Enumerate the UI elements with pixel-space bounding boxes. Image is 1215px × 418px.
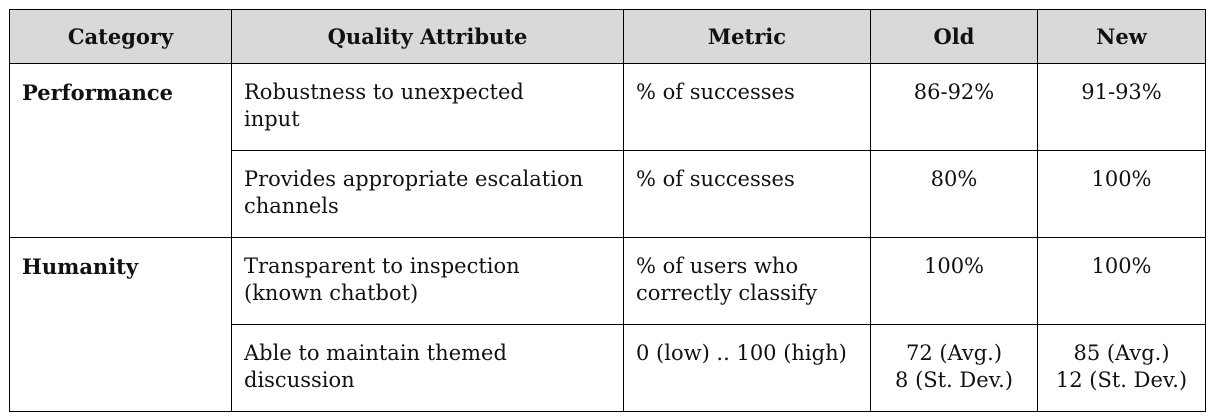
metric-text: % of successes	[636, 80, 795, 104]
attribute-cell: Robustness to unexpected input	[231, 63, 624, 151]
table-row: Provides appropriate escalation channels…	[9, 150, 1206, 238]
attribute-text: Provides appropriate escalation	[244, 167, 584, 191]
old-value: 86-92%	[913, 80, 995, 104]
old-value-cell: 100%	[870, 237, 1038, 325]
old-value-cell: 72 (Avg.) 8 (St. Dev.)	[870, 324, 1038, 412]
header-old: Old	[870, 9, 1038, 64]
new-value-cell: 100%	[1037, 150, 1206, 238]
header-category: Category	[9, 9, 232, 64]
old-value-cell: 80%	[870, 150, 1038, 238]
new-value: 12 (St. Dev.)	[1055, 368, 1188, 392]
category-cell-humanity: Humanity	[9, 237, 232, 325]
category-label: Performance	[22, 80, 173, 105]
header-new: New	[1037, 9, 1206, 64]
new-value-cell: 91-93%	[1037, 63, 1206, 151]
metric-cell: % of successes	[623, 63, 871, 151]
attribute-cell: Transparent to inspection (known chatbot…	[231, 237, 624, 325]
attribute-text: channels	[244, 194, 339, 218]
old-value: 100%	[923, 254, 985, 278]
header-row: Category Quality Attribute Metric Old Ne…	[9, 9, 1206, 64]
new-value: 100%	[1091, 254, 1152, 278]
attribute-text: Able to maintain themed	[244, 341, 507, 365]
table-row: Humanity Transparent to inspection (know…	[9, 237, 1206, 325]
table-container: Category Quality Attribute Metric Old Ne…	[9, 9, 1206, 412]
category-label: Humanity	[22, 254, 139, 279]
category-cell-performance: Performance	[9, 63, 232, 151]
metric-cell: % of successes	[623, 150, 871, 238]
attribute-text: (known chatbot)	[244, 281, 419, 305]
table-row: Able to maintain themed discussion 0 (lo…	[9, 324, 1206, 412]
new-value: 100%	[1091, 167, 1152, 191]
attribute-cell: Able to maintain themed discussion	[231, 324, 624, 412]
old-value: 72 (Avg.)	[905, 341, 1003, 365]
old-value: 8 (St. Dev.)	[895, 368, 1013, 392]
old-value-cell: 86-92%	[870, 63, 1038, 151]
metric-text: % of users who	[636, 254, 799, 278]
category-cell-empty	[9, 324, 232, 412]
old-value: 80%	[930, 167, 978, 191]
header-metric: Metric	[623, 9, 871, 64]
table-row: Performance Robustness to unexpected inp…	[9, 63, 1206, 151]
header-quality-attribute: Quality Attribute	[231, 9, 624, 64]
metric-cell: % of users who correctly classify	[623, 237, 871, 325]
attribute-text: discussion	[244, 368, 355, 392]
new-value: 85 (Avg.)	[1073, 341, 1170, 365]
new-value: 91-93%	[1081, 80, 1162, 104]
metric-cell: 0 (low) .. 100 (high)	[623, 324, 871, 412]
attribute-text: input	[244, 107, 300, 131]
metric-text: % of successes	[636, 167, 795, 191]
category-cell-empty	[9, 150, 232, 238]
new-value-cell: 100%	[1037, 237, 1206, 325]
metric-text: correctly classify	[636, 281, 818, 305]
new-value-cell: 85 (Avg.) 12 (St. Dev.)	[1037, 324, 1206, 412]
quality-attributes-table: Category Quality Attribute Metric Old Ne…	[9, 9, 1206, 412]
attribute-cell: Provides appropriate escalation channels	[231, 150, 624, 238]
metric-text: 0 (low) .. 100 (high)	[636, 341, 847, 365]
attribute-text: Robustness to unexpected	[244, 80, 524, 104]
attribute-text: Transparent to inspection	[244, 254, 520, 278]
